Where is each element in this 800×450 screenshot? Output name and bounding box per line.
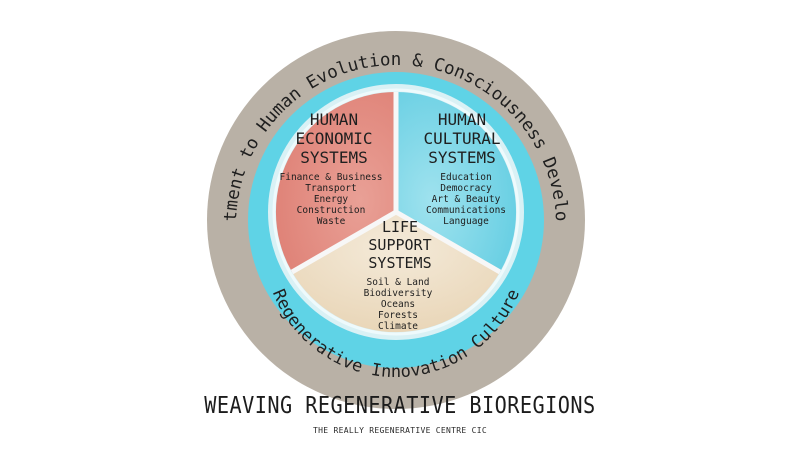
life-title-3: SYSTEMS xyxy=(368,254,431,272)
economic-item-2: Transport xyxy=(305,183,356,194)
cultural-title-1: HUMAN xyxy=(438,110,486,129)
cultural-item-3: Art & Beauty xyxy=(432,194,501,205)
economic-item-1: Finance & Business xyxy=(280,172,383,183)
divider-left xyxy=(290,209,398,275)
plate-edge xyxy=(272,88,520,336)
cultural-item-5: Language xyxy=(443,216,489,227)
life-item-5: Climate xyxy=(378,321,418,332)
life-title-2: SUPPORT xyxy=(368,236,431,254)
economic-title-1: HUMAN xyxy=(310,110,358,129)
footer-title: WEAVING REGENERATIVE BIOREGIONS xyxy=(204,393,596,419)
life-item-3: Oceans xyxy=(381,299,415,310)
life-title-1: LIFE xyxy=(382,218,418,236)
economic-item-3: Energy xyxy=(314,194,349,205)
footer-subtitle: THE REALLY REGENERATIVE CENTRE CIC xyxy=(313,426,487,435)
cultural-title-2: CULTURAL xyxy=(423,129,500,148)
cultural-item-4: Communications xyxy=(426,205,506,216)
economic-title-2: ECONOMIC xyxy=(295,129,372,148)
cultural-item-2: Democracy xyxy=(440,183,492,194)
cultural-title-3: SYSTEMS xyxy=(428,148,495,167)
cultural-item-1: Education xyxy=(440,172,491,183)
economic-title-3: SYSTEMS xyxy=(300,148,367,167)
life-item-2: Biodiversity xyxy=(364,288,433,299)
economic-item-4: Construction xyxy=(297,205,366,216)
life-item-1: Soil & Land xyxy=(367,277,430,288)
economic-item-5: Waste xyxy=(317,216,346,227)
divider-right xyxy=(394,209,502,275)
life-item-4: Forests xyxy=(378,310,418,321)
